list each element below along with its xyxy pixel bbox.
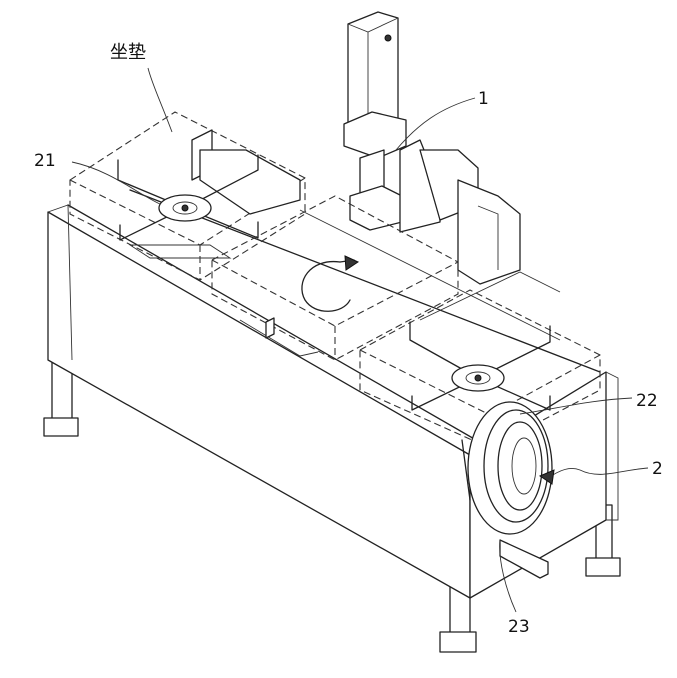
right-station [359, 271, 601, 579]
label-part-21: 21 [34, 151, 56, 171]
left-station [69, 111, 306, 281]
label-part-22: 22 [636, 391, 658, 411]
label-part-23: 23 [508, 617, 530, 637]
label-part-1: 1 [478, 89, 489, 109]
label-part-2: 2 [652, 459, 663, 479]
leader-lines [71, 67, 649, 613]
label-cushion: 坐垫 [110, 42, 146, 63]
frame [47, 189, 619, 599]
press-cylinder [343, 11, 521, 285]
rotating-table [211, 195, 459, 361]
